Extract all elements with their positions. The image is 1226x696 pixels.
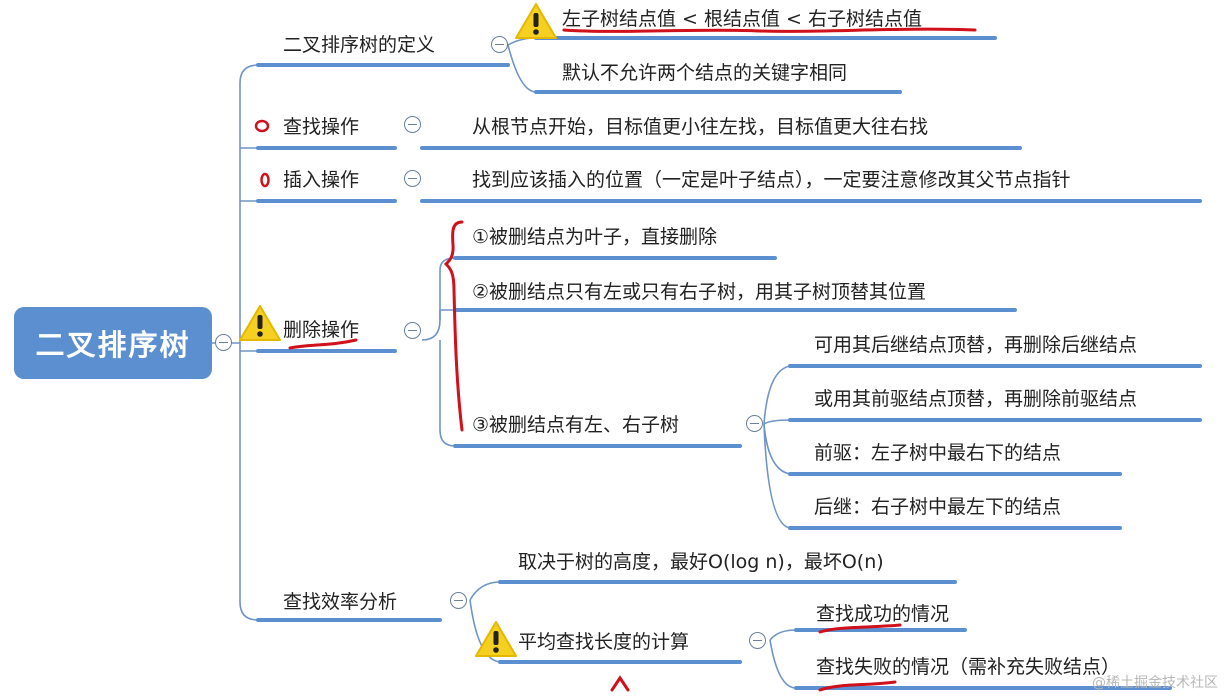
asl-collapse-toggle[interactable] xyxy=(749,632,766,649)
branch-search[interactable]: 查找操作 xyxy=(283,116,360,138)
branch-efficiency[interactable]: 查找效率分析 xyxy=(283,591,398,613)
delete-case-3[interactable]: ③被删结点有左、右子树 xyxy=(472,414,680,436)
asl-child-1[interactable]: 查找成功的情况 xyxy=(816,603,950,625)
definition-collapse-toggle[interactable] xyxy=(491,36,508,53)
delete-case-2[interactable]: ②被删结点只有左或只有右子树，用其子树顶替其位置 xyxy=(472,281,927,303)
branch-definition[interactable]: 二叉排序树的定义 xyxy=(283,34,436,56)
watermark: @稀土掘金技术社区 xyxy=(1092,675,1218,691)
search-child-1[interactable]: 从根节点开始，目标值更小往左找，目标值更大往右找 xyxy=(472,116,929,138)
case3-child-1[interactable]: 可用其后继结点顶替，再删除后继结点 xyxy=(814,334,1138,356)
insert-collapse-toggle[interactable] xyxy=(404,170,421,187)
delete-case-3-collapse-toggle[interactable] xyxy=(746,415,763,432)
branch-insert[interactable]: 插入操作 xyxy=(283,169,360,191)
definition-child-2[interactable]: 默认不允许两个结点的关键字相同 xyxy=(562,62,848,84)
efficiency-child-2[interactable]: 平均查找长度的计算 xyxy=(518,631,690,653)
root-collapse-toggle[interactable] xyxy=(215,334,232,351)
definition-child-1[interactable]: 左子树结点值 < 根结点值 < 右子树结点值 xyxy=(562,8,922,30)
efficiency-child-1[interactable]: 取决于树的高度，最好O(log n)，最坏O(n) xyxy=(518,551,884,573)
warning-icon xyxy=(239,305,281,341)
delete-case-1[interactable]: ①被删结点为叶子，直接删除 xyxy=(472,226,718,248)
case3-child-3[interactable]: 前驱：左子树中最右下的结点 xyxy=(814,442,1062,464)
warning-icon xyxy=(475,621,517,657)
delete-collapse-toggle[interactable] xyxy=(404,322,421,339)
branch-delete[interactable]: 删除操作 xyxy=(283,319,360,341)
insert-child-1[interactable]: 找到应该插入的位置（一定是叶子结点），一定要注意修改其父节点指针 xyxy=(472,169,1071,191)
case3-child-4[interactable]: 后继：右子树中最左下的结点 xyxy=(814,496,1062,518)
efficiency-collapse-toggle[interactable] xyxy=(450,592,467,609)
asl-child-2[interactable]: 查找失败的情况（需补充失败结点） xyxy=(816,656,1121,678)
root-label: 二叉排序树 xyxy=(35,328,191,362)
root-node[interactable]: 二叉排序树 xyxy=(14,307,212,379)
search-collapse-toggle[interactable] xyxy=(404,116,421,133)
case3-child-2[interactable]: 或用其前驱结点顶替，再删除前驱结点 xyxy=(814,388,1138,410)
warning-icon xyxy=(515,3,557,39)
